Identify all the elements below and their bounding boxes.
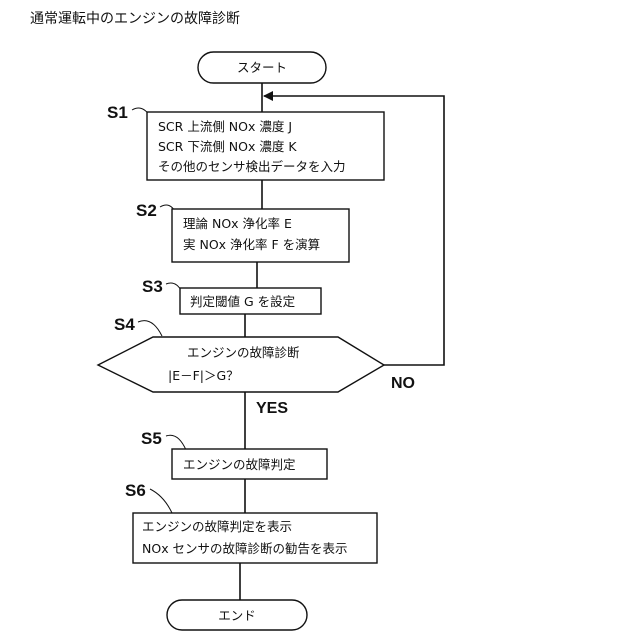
step-s1: S1 SCR 上流側 NOx 濃度 J SCR 下流側 NOx 濃度 K その他…	[107, 103, 384, 180]
step-s3: S3 判定閾値 G を設定	[142, 277, 321, 314]
step-label-s4: S4	[114, 315, 135, 334]
leader-s6	[150, 489, 172, 513]
s3-line-1: 判定閾値 G を設定	[190, 294, 295, 309]
end-label: エンド	[218, 608, 256, 623]
s4-line-1: エンジンの故障診断	[187, 345, 300, 360]
s5-line-1: エンジンの故障判定	[183, 457, 296, 472]
leader-s4	[138, 321, 162, 336]
start-terminal: スタート	[198, 52, 326, 83]
leader-s5	[166, 435, 186, 450]
s1-line-3: その他のセンサ検出データを入力	[158, 159, 346, 174]
step-label-s5: S5	[141, 429, 162, 448]
step-s5: S5 エンジンの故障判定	[141, 429, 327, 479]
start-label: スタート	[237, 60, 287, 75]
s2-line-1: 理論 NOx 浄化率 E	[183, 216, 292, 231]
s2-line-2: 実 NOx 浄化率 F を演算	[183, 237, 320, 252]
step-s4: S4 エンジンの故障診断 |E－F|＞G？	[98, 315, 384, 392]
s6-line-2: NOx センサの故障診断の勧告を表示	[142, 541, 348, 556]
step-s6: S6 エンジンの故障判定を表示 NOx センサの故障診断の勧告を表示	[125, 481, 377, 563]
diagram-title: 通常運転中のエンジンの故障診断	[30, 11, 240, 27]
end-terminal: エンド	[167, 600, 307, 630]
step-label-s3: S3	[142, 277, 163, 296]
step-label-s1: S1	[107, 103, 128, 122]
s1-line-2: SCR 下流側 NOx 濃度 K	[158, 139, 297, 154]
branch-label-yes: YES	[256, 400, 288, 417]
step-label-s2: S2	[136, 201, 157, 220]
step-s2: S2 理論 NOx 浄化率 E 実 NOx 浄化率 F を演算	[136, 201, 349, 262]
s6-line-1: エンジンの故障判定を表示	[142, 519, 292, 534]
step-label-s6: S6	[125, 481, 146, 500]
s4-line-2: |E－F|＞G？	[168, 368, 239, 383]
s1-line-1: SCR 上流側 NOx 濃度 J	[158, 119, 292, 134]
branch-label-no: NO	[391, 375, 415, 392]
